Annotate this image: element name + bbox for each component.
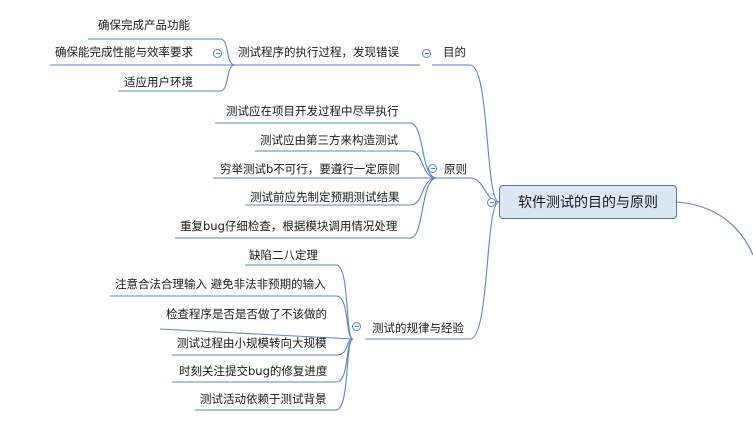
experience-item[interactable]: 测试过程由小规模转向大规模 — [177, 336, 327, 350]
branch-principles[interactable]: 原则 — [444, 162, 467, 176]
root-topic-label: 软件测试的目的与原则 — [518, 195, 658, 211]
experience-item[interactable]: 时刻关注提交bug的修复进度 — [179, 364, 328, 378]
principle-item[interactable]: 测试应在项目开发过程中尽早执行 — [226, 104, 399, 118]
collapse-toggle-purpose[interactable] — [422, 49, 431, 58]
root-topic[interactable]: 软件测试的目的与原则 — [499, 185, 677, 219]
branch-purpose[interactable]: 目的 — [443, 45, 466, 59]
principle-item[interactable]: 重复bug仔细检查，根据模块调用情况处理 — [180, 219, 398, 233]
collapse-toggle-principles[interactable] — [428, 164, 437, 173]
principle-item[interactable]: 测试应由第三方来构造测试 — [260, 133, 398, 147]
experience-item[interactable]: 检查程序是否是否做了不该做的 — [166, 307, 327, 321]
branch-experience[interactable]: 测试的规律与经验 — [372, 321, 464, 335]
purpose-leaf-environment[interactable]: 适应用户环境 — [124, 75, 193, 89]
experience-item[interactable]: 缺陷二八定理 — [249, 248, 318, 262]
purpose-leaf-function[interactable]: 确保完成产品功能 — [98, 18, 190, 32]
experience-item[interactable]: 注意合法合理输入 避免非法非预期的输入 — [115, 277, 326, 291]
collapse-toggle-root[interactable] — [487, 198, 496, 207]
experience-item[interactable]: 测试活动依赖于测试背景 — [200, 392, 327, 406]
purpose-leaf-performance[interactable]: 确保能完成性能与效率要求 — [55, 45, 193, 59]
collapse-toggle-experience[interactable] — [352, 322, 361, 331]
principle-item[interactable]: 测试前应先制定预期测试结果 — [250, 190, 400, 204]
principle-item[interactable]: 穷举测试b不可行，要遵行一定原则 — [220, 162, 400, 176]
collapse-toggle-purpose-sub[interactable] — [213, 49, 222, 58]
purpose-subtopic[interactable]: 测试程序的执行过程，发现错误 — [238, 45, 399, 59]
